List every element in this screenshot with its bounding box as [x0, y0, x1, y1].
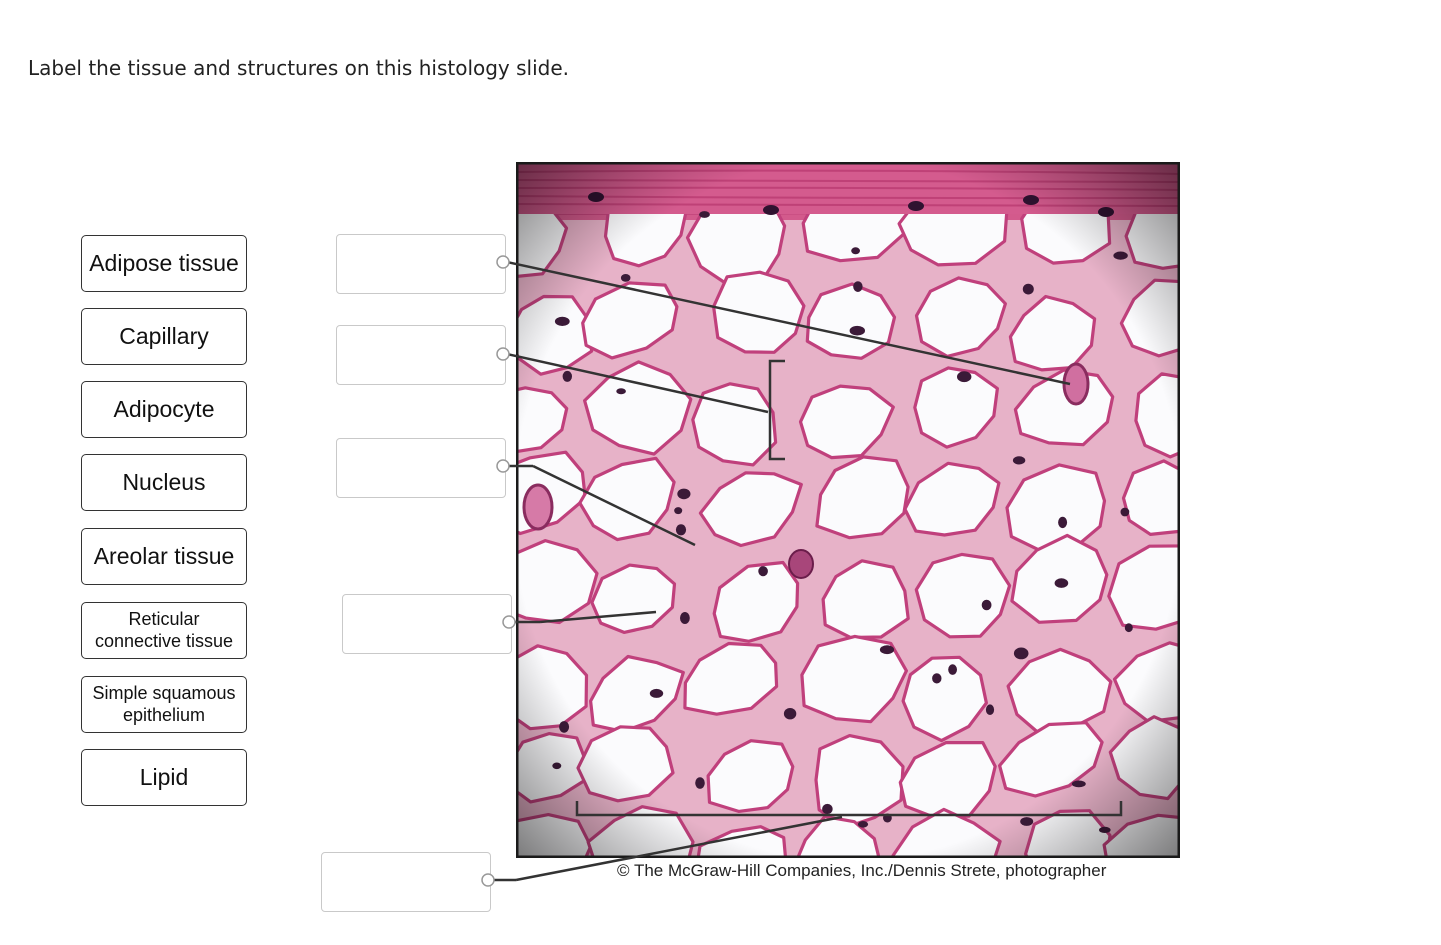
- drop-target-3[interactable]: [336, 438, 506, 498]
- drop-target-1[interactable]: [336, 234, 506, 294]
- label-nucleus[interactable]: Nucleus: [81, 454, 247, 511]
- drop-target-2[interactable]: [336, 325, 506, 385]
- label-reticular-connective-tissue[interactable]: Reticular connective tissue: [81, 602, 247, 659]
- label-adipose-tissue[interactable]: Adipose tissue: [81, 235, 247, 292]
- histology-image: [516, 162, 1180, 858]
- label-areolar-tissue[interactable]: Areolar tissue: [81, 528, 247, 585]
- image-credit: © The McGraw-Hill Companies, Inc./Dennis…: [617, 861, 1107, 880]
- instruction-text: Label the tissue and structures on this …: [28, 56, 570, 80]
- drop-target-5[interactable]: [321, 852, 491, 912]
- label-simple-squamous-epithelium[interactable]: Simple squamous epithelium: [81, 676, 247, 733]
- label-lipid[interactable]: Lipid: [81, 749, 247, 806]
- drop-target-4[interactable]: [342, 594, 512, 654]
- label-capillary[interactable]: Capillary: [81, 308, 247, 365]
- label-adipocyte[interactable]: Adipocyte: [81, 381, 247, 438]
